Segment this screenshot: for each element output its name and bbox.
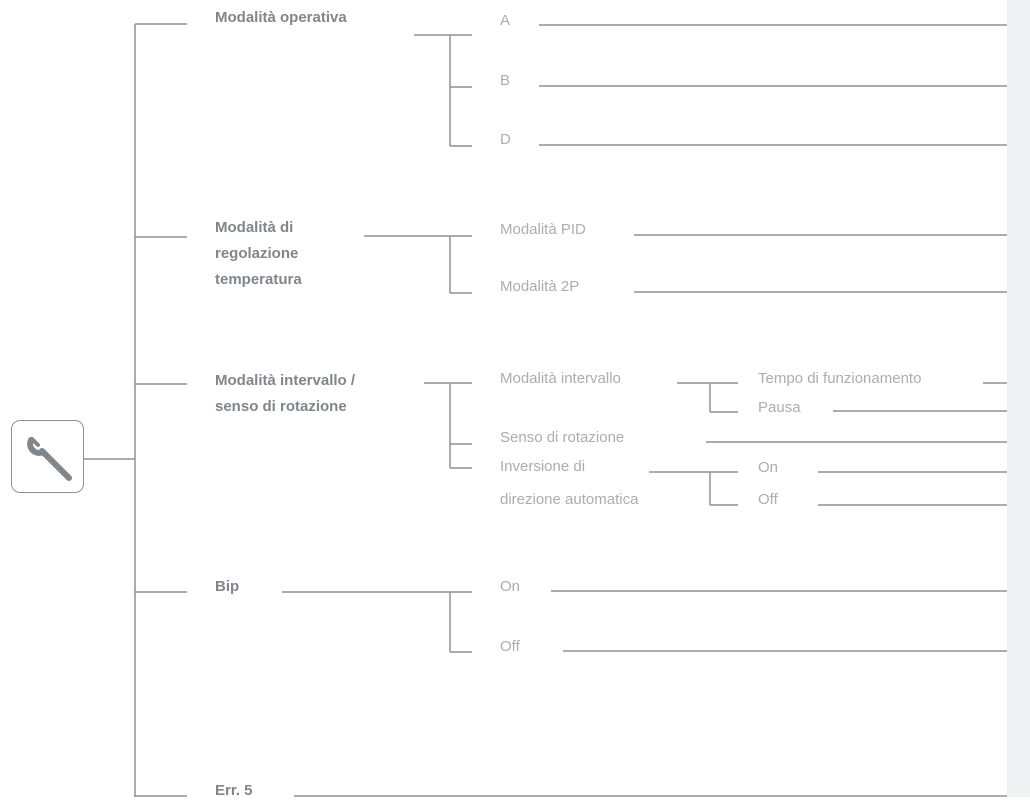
category-temperature-mode-line1[interactable]: Modalità di — [215, 219, 294, 236]
option-auto-reversal-line2[interactable]: direzione automatica — [500, 491, 639, 508]
option-2p-mode[interactable]: Modalità 2P — [500, 278, 580, 295]
option-auto-reversal-line1[interactable]: Inversione di — [500, 458, 586, 475]
option-pause[interactable]: Pausa — [758, 399, 801, 416]
settings-menu-button[interactable] — [11, 420, 84, 493]
right-edge-strip — [1007, 0, 1030, 797]
option-reversal-on[interactable]: On — [758, 459, 779, 476]
category-interval-line2[interactable]: senso di rotazione — [215, 398, 347, 415]
option-mode-b[interactable]: B — [500, 72, 511, 89]
category-error-5[interactable]: Err. 5 — [215, 782, 253, 799]
option-beep-on[interactable]: On — [500, 578, 521, 595]
option-interval-mode[interactable]: Modalità intervallo — [500, 370, 621, 387]
category-temperature-mode-line3[interactable]: temperatura — [215, 271, 302, 288]
option-beep-off[interactable]: Off — [500, 638, 520, 655]
category-interval-line1[interactable]: Modalità intervallo / — [215, 372, 356, 389]
option-mode-a[interactable]: A — [500, 12, 511, 29]
option-rotation-direction[interactable]: Senso di rotazione — [500, 429, 625, 446]
option-reversal-off[interactable]: Off — [758, 491, 778, 508]
option-mode-d[interactable]: D — [500, 131, 511, 148]
category-operating-mode[interactable]: Modalità operativa — [215, 9, 347, 26]
category-temperature-mode-line2[interactable]: regolazione — [215, 245, 299, 262]
option-run-time[interactable]: Tempo di funzionamento — [758, 370, 922, 387]
category-beep[interactable]: Bip — [215, 578, 240, 595]
wrench-icon — [27, 437, 72, 481]
option-pid-mode[interactable]: Modalità PID — [500, 221, 586, 238]
